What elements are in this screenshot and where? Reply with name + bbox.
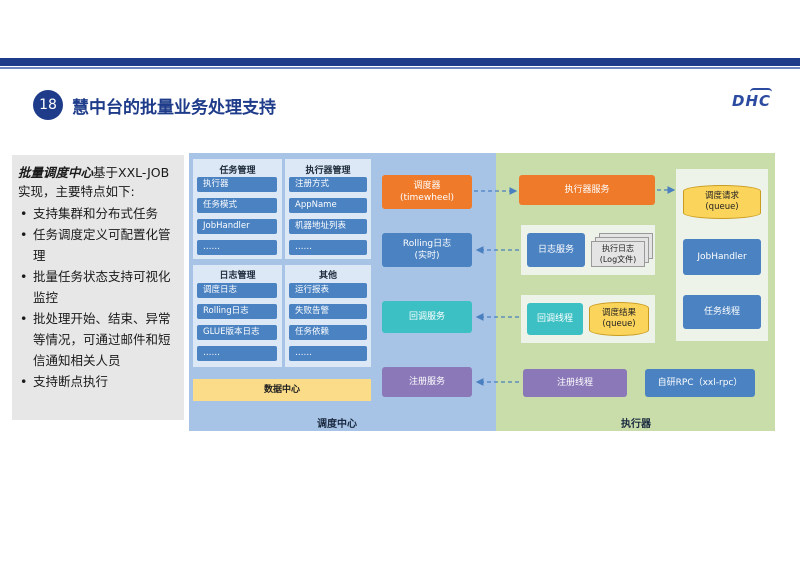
dispatch-center-label: 调度中心 [317, 419, 357, 430]
panel-item: …… [197, 240, 277, 255]
panel-item: 运行报表 [289, 283, 367, 298]
register-service-box: 注册服务 [382, 367, 472, 397]
feature-item: 支持断点执行 [18, 371, 178, 392]
panel-item: 任务模式 [197, 198, 277, 213]
architecture-diagram: 任务管理 执行器管理 日志管理 其他 执行器 任务模式 JobHandler …… [189, 153, 775, 431]
executor-service-box: 执行器服务 [519, 175, 655, 205]
log-service-box: 日志服务 [527, 233, 585, 267]
rpc-box: 自研RPC（xxl-rpc） [645, 369, 755, 397]
feature-item: 批量任务状态支持可视化监控 [18, 266, 178, 308]
top-banner-line [0, 67, 800, 69]
panel-item: JobHandler [197, 219, 277, 234]
panel-item: …… [289, 346, 367, 361]
callback-service-box: 回调服务 [382, 301, 472, 333]
intro-title: 批量调度中心 [18, 165, 94, 180]
panel-item: 任务依赖 [289, 325, 367, 340]
intro-paragraph: 批量调度中心基于XXL-JOB 实现，主要特点如下: [18, 163, 178, 201]
job-handler-box: JobHandler [683, 239, 761, 275]
feature-summary-box: 批量调度中心基于XXL-JOB 实现，主要特点如下: 支持集群和分布式任务 任务… [12, 155, 184, 420]
panel-item: …… [197, 346, 277, 361]
request-queue-cylinder: 调度请求 (queue) [683, 185, 761, 219]
company-logo: DHC [732, 92, 772, 110]
top-banner-bar [0, 58, 800, 66]
logo-mark-icon [750, 88, 772, 92]
result-queue-cylinder: 调度结果 (queue) [589, 302, 649, 336]
flow-arrows [474, 186, 676, 386]
panel-title: 任务管理 [219, 166, 256, 176]
task-thread-box: 任务线程 [683, 295, 761, 329]
feature-item: 支持集群和分布式任务 [18, 203, 178, 224]
panel-item: …… [289, 240, 367, 255]
feature-item: 批处理开始、结束、异常等情况，可通过邮件和短信通知相关人员 [18, 308, 178, 371]
feature-list: 支持集群和分布式任务 任务调度定义可配置化管理 批量任务状态支持可视化监控 批处… [18, 203, 178, 392]
panel-title: 其他 [318, 271, 337, 281]
panel-item: 调度日志 [197, 283, 277, 298]
data-center-box: 数据中心 [193, 379, 371, 401]
feature-item: 任务调度定义可配置化管理 [18, 224, 178, 266]
rolling-log-box: Rolling日志 (实时) [382, 233, 472, 267]
panel-item: Rolling日志 [197, 304, 277, 319]
register-thread-box: 注册线程 [523, 369, 627, 397]
page-title: 慧中台的批量业务处理支持 [72, 98, 276, 118]
executor-label: 执行器 [621, 419, 651, 430]
scheduler-box: 调度器 (timewheel) [382, 175, 472, 209]
callback-thread-box: 回调线程 [527, 303, 583, 335]
panel-title: 执行器管理 [305, 166, 351, 176]
intro-text: 基于XXL-JOB 实现，主要特点如下: [18, 165, 170, 199]
page-number-badge: 18 [33, 90, 63, 120]
panel-title: 日志管理 [219, 271, 256, 281]
panel-item: GLUE版本日志 [197, 325, 277, 340]
panel-item: 注册方式 [289, 177, 367, 192]
exec-log-file: 执行日志 (Log文件) [591, 241, 645, 267]
panel-item: 执行器 [197, 177, 277, 192]
panel-item: 失败告警 [289, 304, 367, 319]
panel-item: AppName [289, 198, 367, 213]
panel-item: 机器地址列表 [289, 219, 367, 234]
